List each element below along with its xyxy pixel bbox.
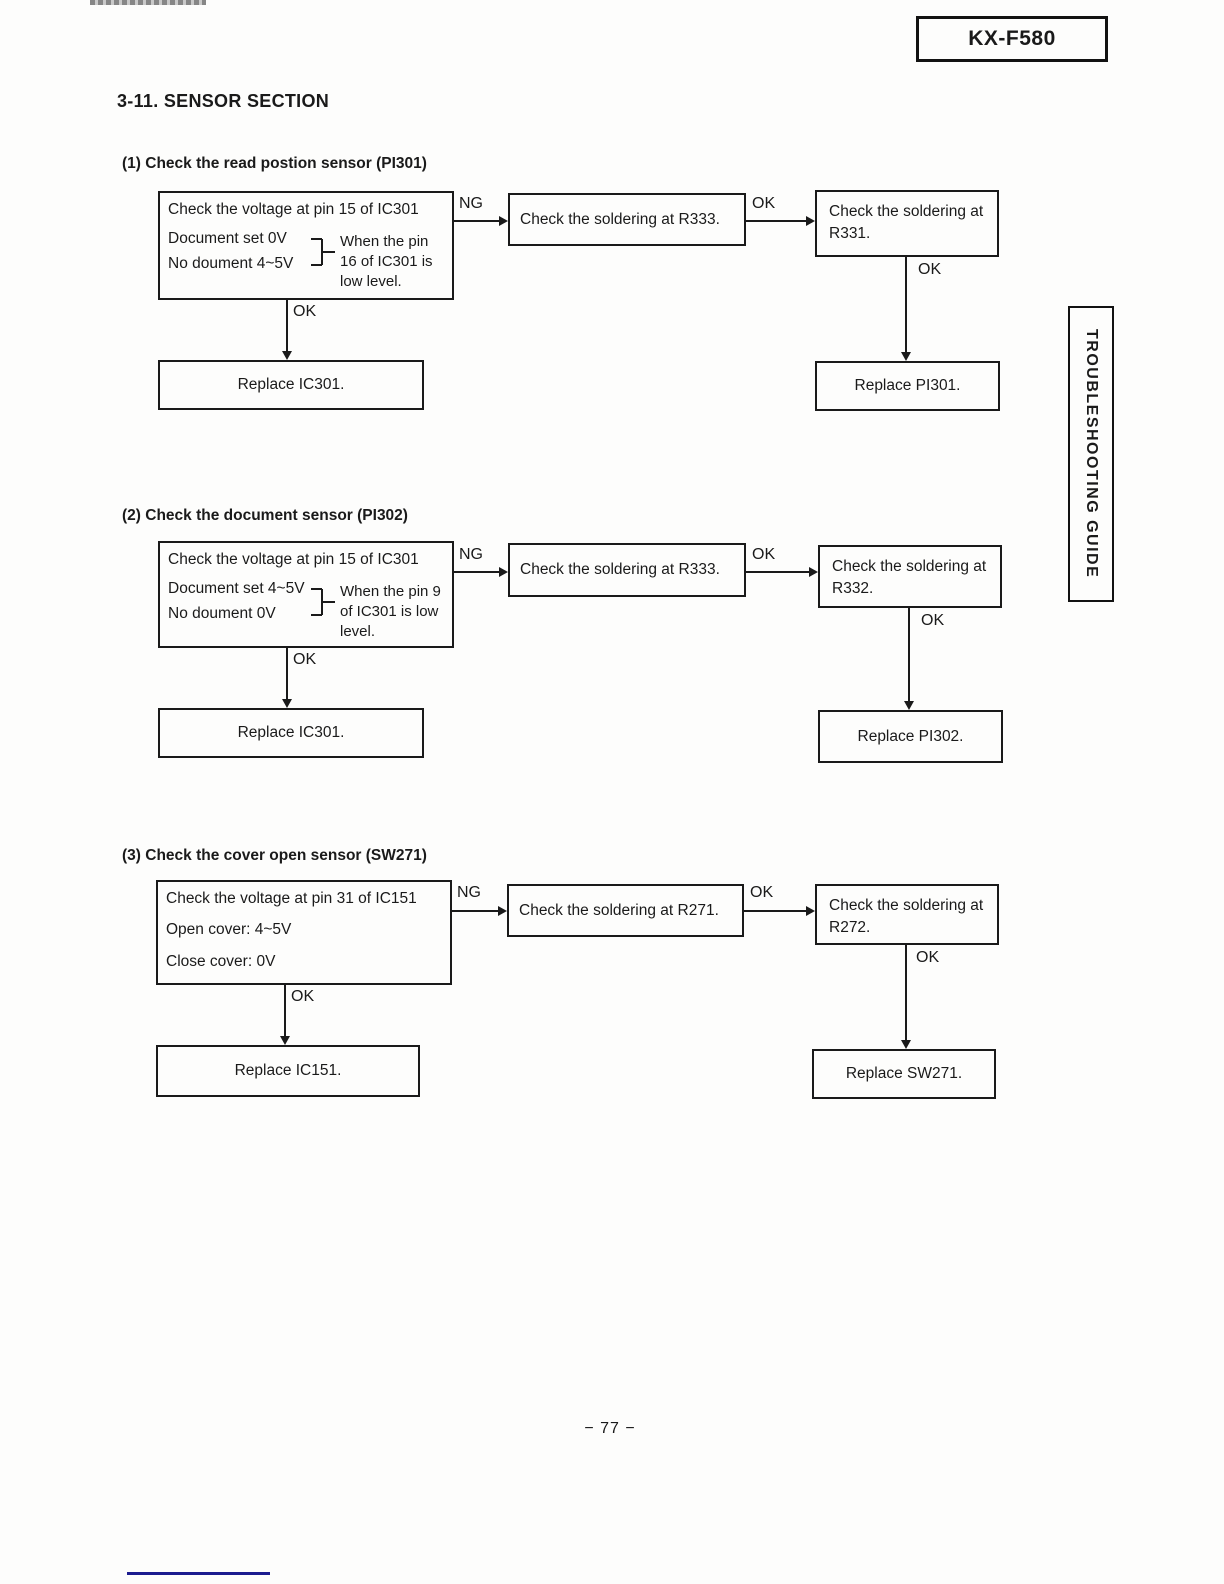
- ng-label: NG: [459, 195, 483, 212]
- replace-box-main: Replace IC301.: [158, 360, 424, 410]
- check-soldering-text-2: Check the soldering at R272.: [829, 897, 984, 936]
- check-soldering-text-2: Check the soldering at R332.: [832, 558, 987, 597]
- replace-text-right: Replace PI301.: [854, 377, 961, 394]
- check-voltage-text: Check the voltage at pin 15 of IC301: [168, 201, 419, 218]
- footer-line: [127, 1572, 270, 1575]
- flowchart-heading: (1) Check the read postion sensor (PI301…: [122, 155, 427, 172]
- check-soldering-box: Check the soldering at R333.: [508, 193, 746, 246]
- ok-label: OK: [293, 651, 317, 668]
- condition-note: When the pin 9 of IC301 is low level.: [340, 583, 441, 640]
- check-soldering-text: Check the soldering at R333.: [520, 561, 720, 578]
- flowchart-heading: (2) Check the document sensor (PI302): [122, 507, 408, 524]
- ng-label: NG: [457, 884, 481, 901]
- check-voltage-box: Check the voltage at pin 15 of IC301 Doc…: [158, 541, 454, 648]
- check-voltage-text: Check the voltage at pin 31 of IC151: [166, 890, 417, 907]
- check-soldering-text: Check the soldering at R333.: [520, 210, 720, 228]
- check-soldering-box-2: Check the soldering at R331.: [815, 190, 999, 257]
- condition-note: When the pin 16 of IC301 is low level.: [340, 233, 433, 290]
- replace-text-right: Replace SW271.: [845, 1065, 963, 1082]
- replace-text-main: Replace IC301.: [237, 376, 345, 393]
- arrow-right-icon: [454, 567, 508, 577]
- condition-list: Document set 4~5V No doument 0V: [168, 576, 310, 642]
- troubleshooting-guide-tab: TROUBLESHOOTING GUIDE: [1068, 306, 1114, 602]
- check-soldering-box: Check the soldering at R333.: [508, 543, 746, 597]
- check-soldering-box-2: Check the soldering at R272.: [815, 884, 999, 945]
- check-soldering-text: Check the soldering at R271.: [519, 901, 719, 919]
- arrow-down-icon: [904, 608, 914, 710]
- ok-label: OK: [916, 949, 940, 966]
- replace-text-main: Replace IC151.: [234, 1062, 342, 1079]
- check-soldering-text-2: Check the soldering at R331.: [829, 203, 984, 242]
- condition-list: Open cover: 4~5V Close cover: 0V: [166, 914, 446, 978]
- condition-list: Document set 0V No doument 4~5V: [168, 226, 310, 292]
- arrow-down-icon: [282, 648, 292, 708]
- arrow-down-icon: [280, 985, 290, 1045]
- ok-label: OK: [921, 612, 945, 629]
- arrow-right-icon: [454, 216, 508, 226]
- arrow-down-icon: [282, 300, 292, 360]
- condition-row: Document set 4~5V No doument 0V When the…: [168, 576, 448, 642]
- model-badge: KX-F580: [916, 16, 1108, 62]
- replace-box-right: Replace SW271.: [812, 1049, 996, 1099]
- arrow-down-icon: [901, 257, 911, 361]
- arrow-down-icon: [901, 945, 911, 1049]
- condition-bracket: [311, 238, 335, 266]
- arrow-right-icon: [746, 567, 818, 577]
- replace-text-main: Replace IC301.: [237, 724, 345, 741]
- check-soldering-box-2: Check the soldering at R332.: [818, 545, 1002, 608]
- replace-box-right: Replace PI301.: [815, 361, 1000, 411]
- arrow-right-icon: [452, 906, 507, 916]
- replace-box-main: Replace IC151.: [156, 1045, 420, 1097]
- condition-2: No doument 0V: [168, 605, 276, 622]
- ok-label: OK: [750, 884, 774, 901]
- condition-bracket: [311, 588, 335, 616]
- condition-2: Close cover: 0V: [166, 953, 276, 970]
- page-title: 3-11. SENSOR SECTION: [117, 91, 330, 111]
- ng-label: NG: [459, 546, 483, 563]
- ok-label: OK: [752, 195, 776, 212]
- check-voltage-box: Check the voltage at pin 15 of IC301 Doc…: [158, 191, 454, 300]
- condition-row: Document set 0V No doument 4~5V When the…: [168, 226, 448, 292]
- ok-label: OK: [291, 988, 315, 1005]
- ok-label: OK: [918, 261, 942, 278]
- check-voltage-text: Check the voltage at pin 15 of IC301: [168, 551, 419, 568]
- flowchart-heading: (3) Check the cover open sensor (SW271): [122, 847, 427, 864]
- scan-artifact-top: [90, 0, 206, 5]
- replace-box-main: Replace IC301.: [158, 708, 424, 758]
- condition-1: Open cover: 4~5V: [166, 921, 292, 938]
- model-badge-label: KX-F580: [968, 27, 1056, 50]
- condition-2: No doument 4~5V: [168, 255, 294, 272]
- ok-label: OK: [752, 546, 776, 563]
- troubleshooting-guide-label: TROUBLESHOOTING GUIDE: [1083, 329, 1100, 579]
- check-soldering-box: Check the soldering at R271.: [507, 884, 744, 937]
- condition-1: Document set 4~5V: [168, 580, 305, 597]
- replace-text-right: Replace PI302.: [857, 727, 964, 745]
- arrow-right-icon: [744, 906, 815, 916]
- page-number: − 77 −: [584, 1420, 636, 1437]
- check-voltage-box: Check the voltage at pin 31 of IC151 Ope…: [156, 880, 452, 985]
- replace-box-right: Replace PI302.: [818, 710, 1003, 763]
- condition-1: Document set 0V: [168, 230, 287, 247]
- arrow-right-icon: [746, 216, 815, 226]
- ok-label: OK: [293, 303, 317, 320]
